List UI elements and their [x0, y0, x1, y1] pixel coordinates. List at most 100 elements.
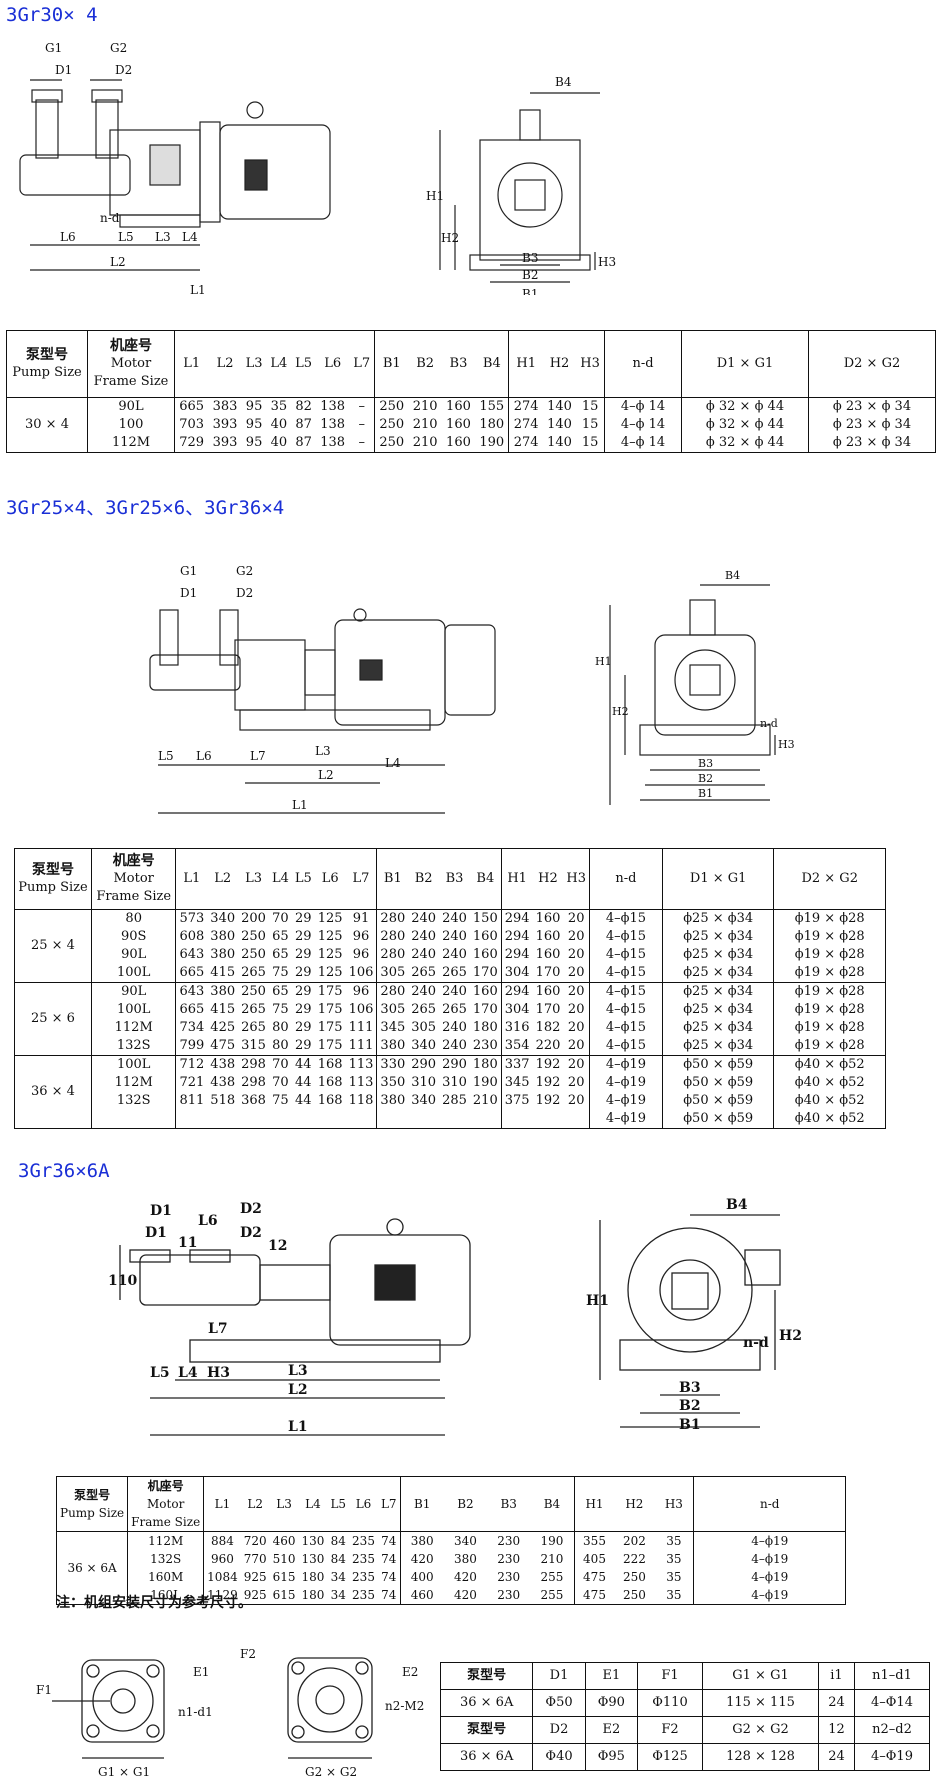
label-b1-3: B1 — [679, 1417, 701, 1433]
label-l5-2: L5 — [158, 749, 174, 763]
footnote: 注：机组安装尺寸为参考尺寸。 — [56, 1595, 252, 1611]
label-l6: L6 — [60, 230, 76, 244]
label-l4-2: L4 — [385, 756, 401, 770]
drawing-3gr25-36: G1 G2 D1 D2 L5 L6 L7 L3 L4 L2 L1 B4 H1 H… — [149, 564, 795, 814]
label-n1d1: n1-d1 — [178, 1705, 213, 1719]
label-l5: L5 — [118, 230, 134, 244]
label-h3-2: H3 — [778, 738, 795, 751]
label-b4-2: B4 — [725, 569, 740, 582]
label-l2: L2 — [110, 255, 126, 269]
label-l2-2: L2 — [318, 768, 334, 782]
label-g1: G1 — [45, 41, 62, 55]
label-h2-2: H2 — [612, 705, 629, 718]
section-title-3gr36x6a: 3Gr36×6A — [18, 1160, 110, 1182]
label-l7-3: L7 — [208, 1321, 228, 1337]
label-g1g1: G1 × G1 — [98, 1765, 150, 1779]
label-12-3: 12 — [268, 1238, 287, 1254]
label-l7-2: L7 — [250, 749, 266, 763]
drawing-3gr30x4-side: G1 G2 D1 D2 n-d L6 L5 L3 L4 L2 L1 B4 H1 … — [19, 41, 616, 295]
section-title-3gr25-36: 3Gr25×4、3Gr25×6、3Gr36×4 — [6, 497, 285, 519]
label-l5-3: L5 — [150, 1365, 170, 1381]
label-b3-2: B3 — [698, 757, 713, 770]
section-title-3gr30x4: 3Gr30× 4 — [6, 4, 98, 26]
label-d2b-3: D2 — [240, 1225, 262, 1241]
label-n2m2: n2-M2 — [385, 1699, 424, 1713]
label-h1: H1 — [426, 189, 444, 203]
label-d1-2: D1 — [180, 586, 197, 600]
label-b4: B4 — [555, 75, 572, 89]
label-l1-3: L1 — [288, 1419, 308, 1435]
label-b4-3: B4 — [726, 1197, 748, 1213]
label-l3-2: L3 — [315, 744, 331, 758]
label-f1: F1 — [36, 1683, 52, 1697]
label-l4: L4 — [182, 230, 198, 244]
label-l3: L3 — [155, 230, 171, 244]
label-g1-2: G1 — [180, 564, 197, 578]
label-l4-3: L4 — [178, 1365, 198, 1381]
label-h2-3: H2 — [779, 1328, 802, 1344]
label-d2-3: D2 — [240, 1201, 262, 1217]
label-nd: n-d — [100, 211, 120, 225]
label-h3: H3 — [598, 255, 616, 269]
label-l6-2: L6 — [196, 749, 212, 763]
label-b2: B2 — [522, 268, 538, 282]
label-e1: E1 — [193, 1665, 209, 1679]
label-l6-3: L6 — [198, 1213, 218, 1229]
label-d2: D2 — [115, 63, 132, 77]
label-g2: G2 — [110, 41, 127, 55]
label-b3: B3 — [522, 251, 538, 265]
label-l3-3: L3 — [288, 1363, 308, 1379]
label-l2-3: L2 — [288, 1382, 308, 1398]
label-l1: L1 — [190, 283, 206, 295]
label-h1-3: H1 — [586, 1293, 609, 1309]
label-h3-3: H3 — [207, 1365, 230, 1381]
label-b3-3: B3 — [679, 1380, 701, 1396]
label-g2-2: G2 — [236, 564, 253, 578]
label-b1: B1 — [522, 287, 538, 295]
label-nd-2: n-d — [760, 717, 778, 730]
label-e2: E2 — [402, 1665, 418, 1679]
label-g2g2: G2 × G2 — [305, 1765, 357, 1779]
label-b1-2: B1 — [698, 787, 713, 800]
flange-drawings: F1 E1 n1-d1 G1 × G1 F2 E2 n2-M2 G2 × G2 — [36, 1647, 424, 1779]
label-f2: F2 — [240, 1647, 256, 1661]
label-h2: H2 — [441, 231, 459, 245]
label-d1: D1 — [55, 63, 72, 77]
label-d2-2: D2 — [236, 586, 253, 600]
label-b2-2: B2 — [698, 772, 713, 785]
drawing-3gr36x6a: D1 L6 D2 D1 D2 11 12 110 L7 L5 L4 H3 L3 … — [108, 1197, 802, 1436]
label-nd-3: n-d — [743, 1335, 769, 1351]
label-11-3: 11 — [178, 1235, 197, 1251]
label-l1-2: L1 — [292, 798, 308, 812]
label-d1-3: D1 — [150, 1203, 172, 1219]
